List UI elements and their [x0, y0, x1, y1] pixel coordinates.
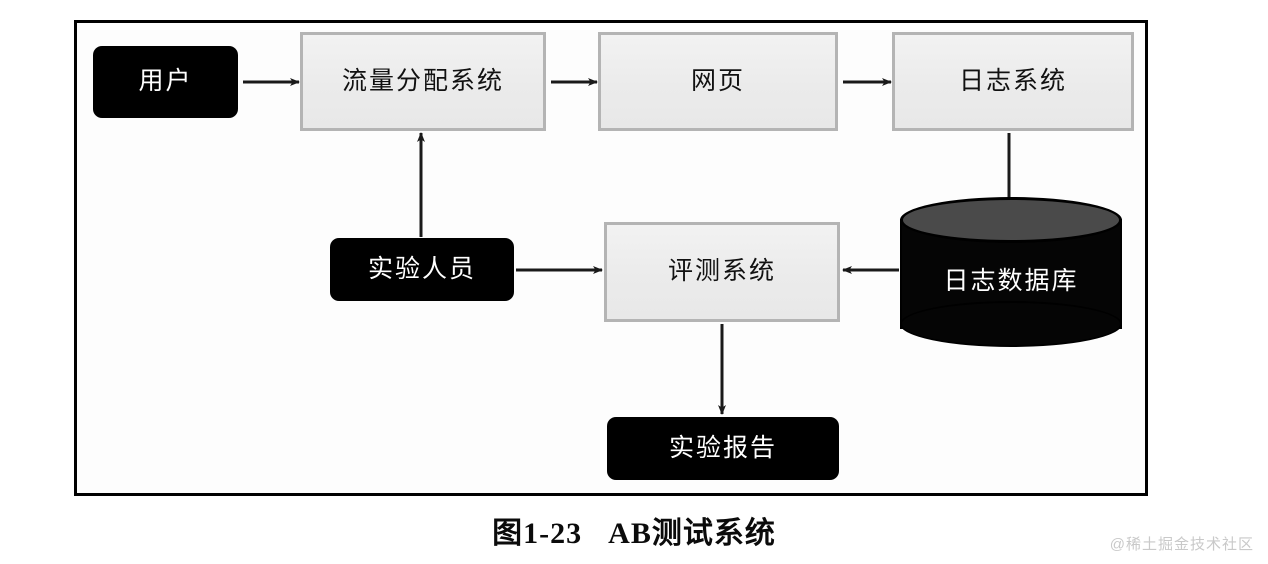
node-user: 用户 — [93, 46, 238, 118]
node-experiment-report: 实验报告 — [607, 417, 839, 480]
node-evaluation-system: 评测系统 — [604, 222, 840, 322]
watermark: @稀土掘金技术社区 — [1109, 536, 1254, 553]
node-traffic-allocation-system-label: 流量分配系统 — [341, 67, 504, 95]
node-log-database-label: 日志数据库 — [943, 268, 1079, 295]
node-traffic-allocation-system: 流量分配系统 — [300, 32, 546, 131]
figure-caption: 图1-23 AB测试系统 — [0, 508, 1268, 552]
figure-caption-number: 图1-23 — [492, 517, 583, 550]
node-evaluation-system-label: 评测系统 — [667, 258, 776, 286]
cylinder-top — [900, 197, 1122, 243]
node-webpage-label: 网页 — [690, 67, 745, 95]
node-user-label: 用户 — [138, 68, 193, 96]
cylinder-bottom — [900, 301, 1122, 347]
node-log-database: 日志数据库 — [900, 197, 1122, 350]
node-tester-label: 实验人员 — [367, 255, 476, 283]
node-tester: 实验人员 — [330, 238, 514, 301]
node-experiment-report-label: 实验报告 — [668, 434, 777, 462]
node-webpage: 网页 — [598, 32, 838, 131]
figure-caption-title: AB测试系统 — [608, 517, 776, 550]
node-log-system-label: 日志系统 — [958, 67, 1067, 95]
node-log-system: 日志系统 — [892, 32, 1134, 131]
